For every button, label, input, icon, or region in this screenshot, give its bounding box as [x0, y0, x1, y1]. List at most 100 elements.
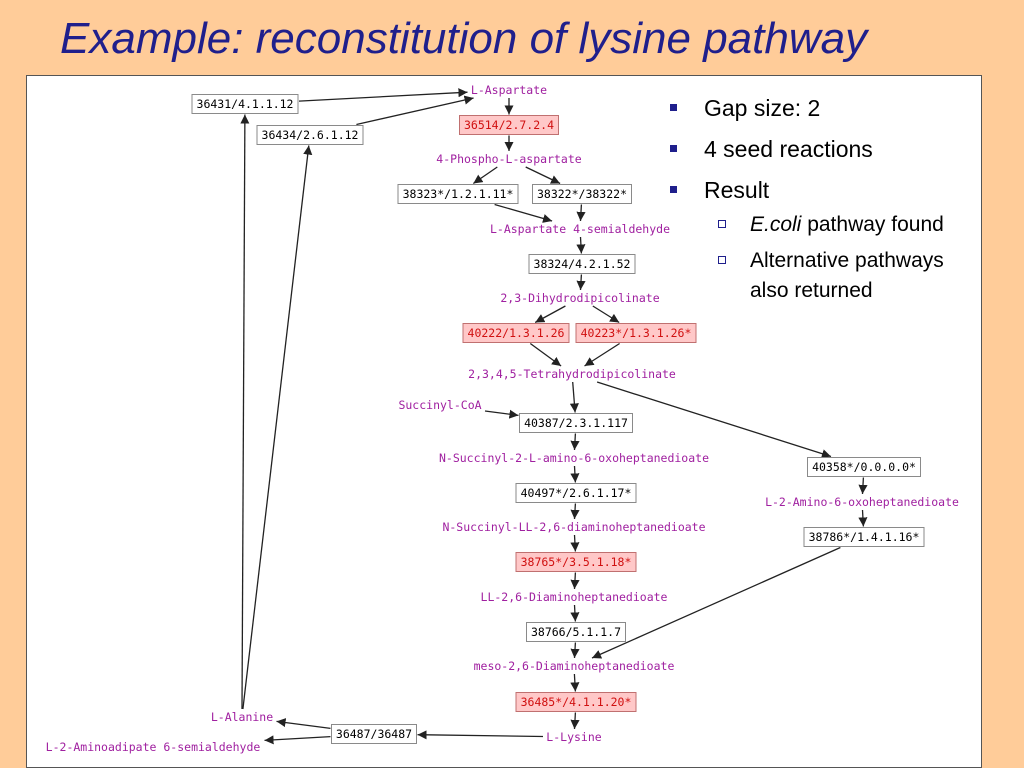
metabolite-label: 2,3-Dihydrodipicolinate: [500, 291, 659, 305]
reaction-label: 36485*/4.1.1.20*: [521, 695, 632, 709]
seed-reaction-node: 36485*/4.1.1.20*: [515, 692, 637, 712]
reaction-box: [526, 622, 626, 642]
reaction-box: [191, 94, 299, 114]
reaction-node: 40387/2.3.1.117: [519, 413, 633, 433]
seed-reaction-node: 40222/1.3.1.26: [462, 323, 570, 343]
edge-m4-r7: [534, 305, 566, 324]
metabolite-label: meso-2,6-Diaminoheptanedioate: [474, 659, 675, 673]
edge-m6-r9: [484, 409, 519, 419]
reaction-label: 36514/2.7.2.4: [464, 118, 554, 132]
seed-reaction-node: 40223*/1.3.1.26*: [575, 323, 697, 343]
edge-m5-r15: [596, 381, 832, 459]
sub-bullet-text: Alternative pathways also returned: [750, 249, 944, 302]
sub-bullet-alternatives: Alternative pathways also returned: [668, 246, 968, 306]
edge-m2-r5: [525, 166, 561, 185]
reaction-label: 38766/5.1.1.7: [531, 625, 621, 639]
edge-m12-r1: [240, 114, 250, 710]
seed-reaction-node: 36514/2.7.2.4: [459, 115, 559, 135]
edge-r10-m8: [570, 503, 580, 520]
reaction-label: 38323*/1.2.1.11*: [403, 187, 514, 201]
reaction-node: 36431/4.1.1.12: [191, 94, 299, 114]
metabolite-label: N-Succinyl-LL-2,6-diaminoheptanedioate: [442, 520, 705, 534]
edge-m4-r8: [592, 305, 620, 324]
sub-bullet-ecoli: E.coli pathway found: [668, 210, 968, 240]
edge-m11-r14: [417, 730, 544, 740]
edge-m2-r4: [472, 166, 498, 185]
metabolite-label: L-Aspartate 4-semialdehyde: [490, 222, 670, 236]
reaction-box: [397, 184, 519, 204]
hollow-square-bullet-icon: [718, 256, 726, 264]
reaction-label: 38786*/1.4.1.16*: [809, 530, 920, 544]
reaction-label: 38765*/3.5.1.18*: [521, 555, 632, 569]
hollow-square-bullet-icon: [718, 220, 726, 228]
reaction-box: [807, 457, 921, 477]
edge-r9-m7: [570, 433, 580, 451]
metabolite-label: 2,3,4,5-Tetrahydrodipicolinate: [468, 367, 676, 381]
metabolite-label: L-Alanine: [211, 710, 273, 724]
edge-m5-r9: [569, 381, 579, 413]
square-bullet-icon: [670, 186, 677, 193]
reaction-node: 38786*/1.4.1.16*: [803, 527, 925, 547]
reaction-box: [331, 724, 417, 744]
edge-m10-r13: [570, 673, 580, 692]
edge-m8-r11: [570, 534, 580, 552]
edge-r2-m1: [356, 95, 474, 126]
bullet-seed-reactions: 4 seed reactions: [668, 135, 968, 163]
reaction-box: [532, 184, 632, 204]
reaction-label: 40358*/0.0.0.0*: [812, 460, 916, 474]
reaction-box: [515, 552, 637, 572]
edge-m3-r6: [576, 236, 586, 254]
edge-r5-m3: [576, 204, 586, 222]
edge-r12-m10: [570, 642, 580, 659]
reaction-box: [519, 413, 633, 433]
metabolite-label: L-2-Aminoadipate 6-semialdehyde: [46, 740, 261, 754]
reaction-box: [256, 125, 364, 145]
bullet-text: 4 seed reactions: [704, 136, 873, 162]
bullet-gap-size: Gap size: 2: [668, 94, 968, 122]
edge-r14-m12: [276, 718, 331, 730]
sub-bullet-emphasis: E.coli: [750, 213, 802, 236]
reaction-node: 40358*/0.0.0.0*: [807, 457, 921, 477]
slide-title: Example: reconstitution of lysine pathwa…: [60, 14, 868, 63]
edge-m12-r2: [242, 145, 313, 710]
metabolite-label: L-Aspartate: [471, 83, 547, 97]
reaction-label: 40223*/1.3.1.26*: [581, 326, 692, 340]
reaction-box: [515, 692, 637, 712]
bullet-list: Gap size: 2 4 seed reactions Result E.co…: [668, 94, 968, 312]
reaction-box: [515, 483, 637, 503]
edge-m9-r12: [570, 604, 580, 622]
edge-r8-m5: [584, 342, 620, 367]
reaction-label: 36431/4.1.1.12: [197, 97, 294, 111]
edge-r6-m4: [576, 274, 586, 291]
reaction-label: 40497*/2.6.1.17*: [521, 486, 632, 500]
reaction-box: [459, 115, 559, 135]
edge-r4-m3: [494, 203, 553, 223]
seed-reaction-node: 38765*/3.5.1.18*: [515, 552, 637, 572]
edge-r7-m5: [529, 342, 562, 367]
node-layer: L-Aspartate 4-Phospho-L-aspartateL-Aspart…: [46, 83, 959, 754]
metabolite-label: 4-Phospho-L-aspartate: [436, 152, 581, 166]
edge-r15-m14: [858, 477, 868, 495]
reaction-box: [575, 323, 697, 343]
square-bullet-icon: [670, 145, 677, 152]
reaction-node: 40497*/2.6.1.17*: [515, 483, 637, 503]
reaction-label: 38324/4.2.1.52: [534, 257, 631, 271]
bullet-text: Result: [704, 177, 770, 203]
metabolite-label: L-2-Amino-6-oxoheptanedioate: [765, 495, 959, 509]
sub-bullet-text: pathway found: [801, 213, 944, 236]
edge-r1-m1: [298, 88, 468, 102]
reaction-node: 38323*/1.2.1.11*: [397, 184, 519, 204]
edge-layer: [240, 88, 868, 745]
metabolite-label: LL-2,6-Diaminoheptanedioate: [481, 590, 668, 604]
metabolite-label: Succinyl-CoA: [398, 398, 481, 412]
reaction-label: 38322*/38322*: [537, 187, 627, 201]
reaction-node: 38322*/38322*: [532, 184, 632, 204]
bullet-text: Gap size: 2: [704, 95, 821, 121]
reaction-box: [462, 323, 570, 343]
reaction-node: 38766/5.1.1.7: [526, 622, 626, 642]
reaction-label: 40387/2.3.1.117: [524, 416, 628, 430]
reaction-label: 36487/36487: [336, 727, 412, 741]
edge-m7-r10: [570, 465, 580, 483]
edge-r16-m10: [591, 546, 841, 659]
edge-r13-m11: [570, 712, 580, 730]
